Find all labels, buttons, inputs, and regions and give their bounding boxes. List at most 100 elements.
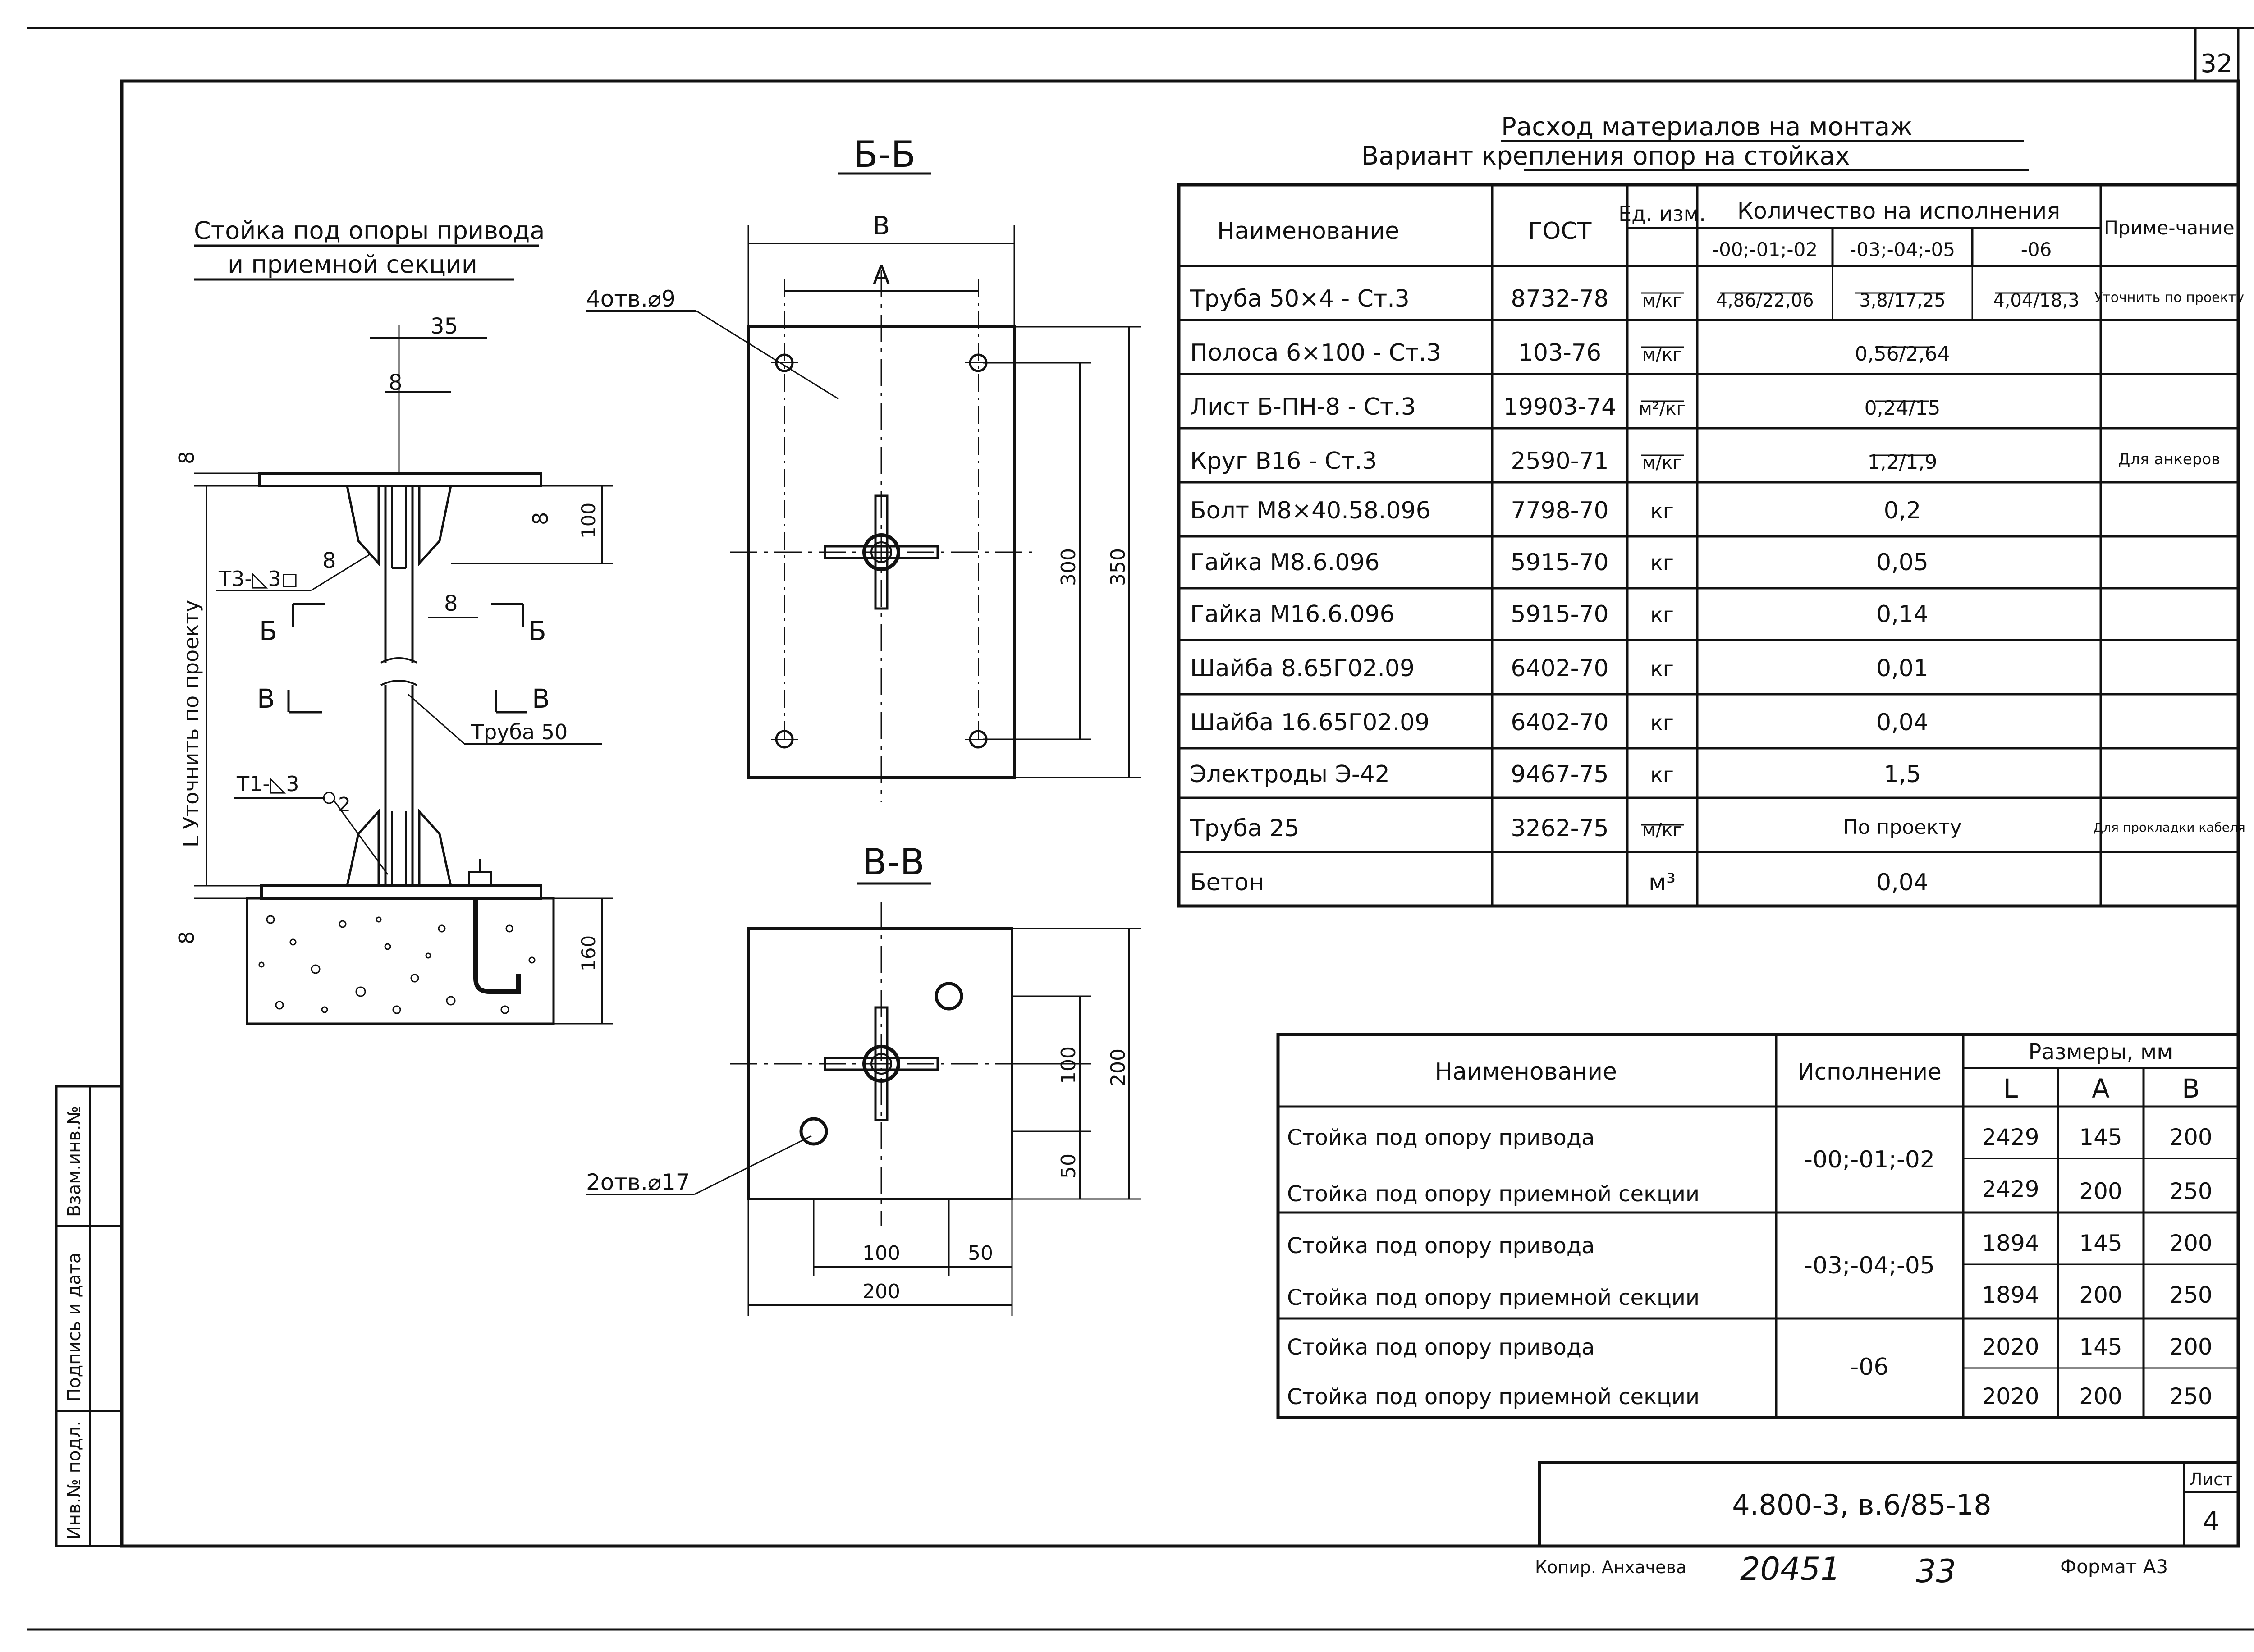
sizes-row-name: Стойка под опору привода [1287, 1125, 1594, 1150]
sizes-row-A: 145 [2079, 1124, 2122, 1150]
sizes-row-L: 1894 [1982, 1282, 2039, 1308]
dim-8-base: 8 [174, 931, 199, 944]
mat-row-name: Труба 50×4 - Ст.3 [1190, 285, 1410, 312]
sizes-row-L: 2020 [1982, 1383, 2039, 1409]
cut-v-right: В [532, 683, 550, 714]
footer-format: Формат А3 [2060, 1556, 2168, 1578]
vv-title: В-В [862, 841, 925, 883]
title-list-number: 4 [2203, 1506, 2220, 1537]
vv-dim-200: 200 [1107, 1048, 1130, 1086]
mat-row-name: Гайка М16.6.096 [1190, 601, 1395, 628]
mat-header-q2: -03;-04;-05 [1850, 238, 1955, 261]
mat-row-unit: м²/кг [1639, 398, 1686, 419]
sizes-row-A: 145 [2079, 1230, 2122, 1256]
mat-row-name: Бетон [1190, 869, 1264, 896]
concrete-texture [258, 915, 536, 1014]
dim-8-top-plate: 8 [174, 451, 199, 464]
mat-row-q: 0,04 [1876, 709, 1929, 736]
mat-row-q: 0,14 [1876, 601, 1929, 628]
cut-b-right: Б [528, 616, 546, 646]
mat-header-note: Приме-чание [2104, 217, 2234, 239]
mat-row-name: Полоса 6×100 - Ст.3 [1190, 339, 1441, 366]
sizes-row-B: 250 [2169, 1178, 2212, 1204]
stamp-inv-podl: Инв.№ подл. [64, 1421, 85, 1539]
stamp-vzam: Взам.инв.№ [64, 1106, 85, 1217]
materials-table-grid [1177, 183, 2240, 908]
side-stamp: Взам.инв.№ Подпись и дата Инв.№ подл. [55, 1085, 123, 1547]
mat-row-name: Лист Б-ПН-8 - Ст.3 [1190, 394, 1416, 421]
title-list-label: Лист [2190, 1469, 2233, 1489]
sizes-row-A: 200 [2079, 1178, 2122, 1204]
mat-header-unit: Ед. изм. [1618, 201, 1706, 226]
mat-row-q2: 3,8/17,25 [1859, 290, 1946, 311]
mat-row-note: Уточнить по проекту [2094, 290, 2244, 306]
sizes-exec-group: -00;-01;-02 [1804, 1146, 1935, 1173]
sizes-row-name: Стойка под опору приемной секции [1287, 1384, 1700, 1409]
sizes-exec-group: -06 [1851, 1354, 1889, 1381]
sizes-row-L: 2020 [1982, 1334, 2039, 1360]
mat-row-note: Для прокладки кабеля [2093, 820, 2245, 835]
mat-row-q: 0,04 [1876, 869, 1929, 896]
mat-row-name: Электроды Э-42 [1190, 761, 1390, 788]
bb-dim-A: А [873, 261, 890, 290]
sizes-rows: Стойка под опору привода 2429 145 200 Ст… [1287, 1124, 2213, 1409]
dim-160-elev: 160 [577, 935, 600, 971]
sizes-row-B: 200 [2169, 1334, 2212, 1360]
sizes-row-A: 200 [2079, 1282, 2122, 1308]
mat-row-gost: 2590-71 [1511, 448, 1608, 475]
sizes-header-L: L [2003, 1073, 2018, 1104]
mat-row-gost: 6402-70 [1511, 709, 1608, 736]
elevation-drawing: Стойка под опоры привода и приемной секц… [194, 216, 613, 1025]
dim-100-elev: 100 [577, 503, 600, 539]
mat-row-name: Круг В16 - Ст.3 [1190, 448, 1377, 475]
sizes-row-L: 1894 [1982, 1230, 2039, 1256]
sizes-row-A: 145 [2079, 1334, 2122, 1360]
sizes-row-A: 200 [2079, 1383, 2122, 1409]
footer-number-1: 20451 [1740, 1551, 1841, 1588]
mat-row-q: 1,2/1,9 [1868, 451, 1938, 474]
bb-dim-300: 300 [1057, 548, 1080, 586]
mat-row-gost: 103-76 [1518, 339, 1601, 366]
dim-8-weld: 8 [322, 548, 336, 573]
sizes-header-B: В [2182, 1073, 2200, 1104]
sizes-row-name: Стойка под опору привода [1287, 1233, 1594, 1258]
elevation-title-2: и приемной секции [228, 250, 477, 279]
footer-copier: Копир. Анхачева [1535, 1557, 1686, 1577]
sizes-row-B: 250 [2169, 1383, 2212, 1409]
mat-row-unit: м/кг [1642, 344, 1682, 365]
mat-row-unit: кг [1650, 603, 1674, 627]
dim-8-web: 8 [444, 591, 458, 616]
dim-8-gusset: 8 [528, 512, 553, 525]
materials-title: Расход материалов на монтаж [1501, 112, 1913, 142]
sizes-row-L: 2429 [1982, 1124, 2039, 1150]
bb-dim-350: 350 [1107, 548, 1130, 586]
mat-row-name: Шайба 8.65Г02.09 [1190, 655, 1415, 682]
mat-row-gost: 6402-70 [1511, 655, 1608, 682]
materials-rows: Труба 50×4 - Ст.3 8732-78 м/кг 4,86/22,0… [1190, 285, 2245, 896]
sizes-table-grid [1276, 1033, 2240, 1419]
mat-header-gost: ГОСТ [1528, 218, 1592, 245]
dim-35: 35 [431, 314, 458, 339]
mat-header-q3: -06 [2021, 238, 2052, 261]
weld-circle-2: 2 [338, 793, 351, 816]
mat-header-name: Наименование [1217, 218, 1399, 245]
top-plate [258, 472, 542, 487]
mat-row-unit: м/кг [1642, 820, 1682, 841]
mat-row-gost: 9467-75 [1511, 761, 1608, 788]
section-bb [586, 172, 1141, 802]
mat-row-gost: 5915-70 [1511, 549, 1608, 576]
sizes-row-L: 2429 [1982, 1176, 2039, 1202]
elevation-title-1: Стойка под опоры привода [194, 216, 545, 245]
sizes-header-name: Наименование [1435, 1058, 1617, 1085]
mat-row-name: Гайка М8.6.096 [1190, 549, 1380, 576]
mat-row-gost: 8732-78 [1511, 285, 1608, 312]
stamp-podpis: Подпись и дата [64, 1253, 85, 1402]
section-vv [586, 882, 1141, 1316]
sizes-header-A: А [2092, 1073, 2110, 1104]
mat-row-unit: кг [1650, 763, 1674, 787]
materials-subtitle: Вариант крепления опор на стойках [1361, 142, 1850, 171]
mat-row-gost: 7798-70 [1511, 497, 1608, 524]
vv-holes-label: 2отв.⌀17 [586, 1169, 690, 1195]
sizes-exec-group: -03;-04;-05 [1804, 1252, 1935, 1279]
